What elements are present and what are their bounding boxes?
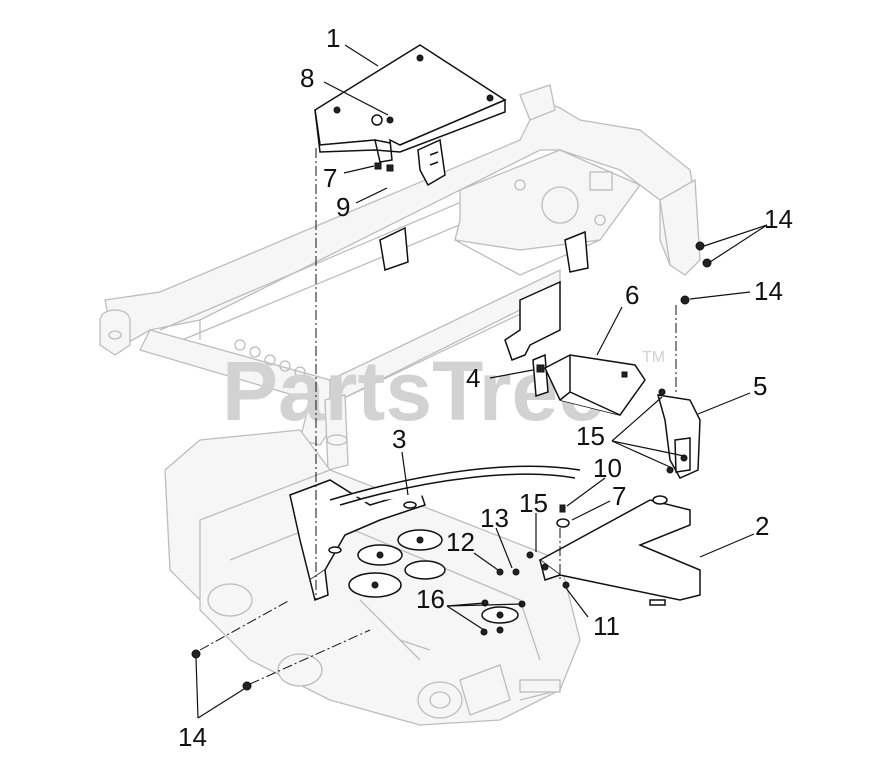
- leader-lines: [195, 44, 768, 719]
- mower-deck-ghost: [164, 429, 581, 726]
- part-1-cover-plate: [314, 44, 507, 163]
- callout-11: 11: [593, 611, 620, 641]
- mower-frame-ghost: [99, 84, 701, 471]
- callout-15a: 15: [576, 421, 605, 451]
- callout-15b: 15: [519, 488, 548, 518]
- callout-labels: 1 2 3 4 5 6 7 7 8 9 10 11 12 13 14 14 14…: [178, 23, 793, 752]
- callout-2: 2: [755, 511, 769, 541]
- callout-13: 13: [480, 503, 509, 533]
- callout-7b: 7: [612, 481, 626, 511]
- alignment-lines: [199, 148, 677, 685]
- callout-9: 9: [336, 192, 350, 222]
- callout-6: 6: [625, 280, 639, 310]
- callout-7a: 7: [323, 163, 337, 193]
- fasteners: [191, 116, 712, 691]
- callout-14b: 14: [754, 276, 783, 306]
- callout-16: 16: [416, 584, 445, 614]
- callout-10: 10: [593, 453, 622, 483]
- callout-3: 3: [392, 424, 406, 454]
- callout-14c: 14: [178, 722, 207, 752]
- callout-14a: 14: [764, 204, 793, 234]
- callout-5: 5: [753, 371, 767, 401]
- frame-bracket: [379, 138, 589, 361]
- part-6-shield: [544, 354, 646, 416]
- callout-12: 12: [446, 527, 475, 557]
- part-3-bracket: [289, 479, 426, 602]
- callout-8: 8: [300, 63, 314, 93]
- watermark-trademark: TM: [642, 349, 665, 366]
- callout-4: 4: [466, 363, 480, 393]
- part-4-side-plate: [532, 353, 549, 398]
- part-5-shield: [656, 388, 701, 479]
- callout-1: 1: [326, 23, 340, 53]
- pulleys: [329, 465, 581, 624]
